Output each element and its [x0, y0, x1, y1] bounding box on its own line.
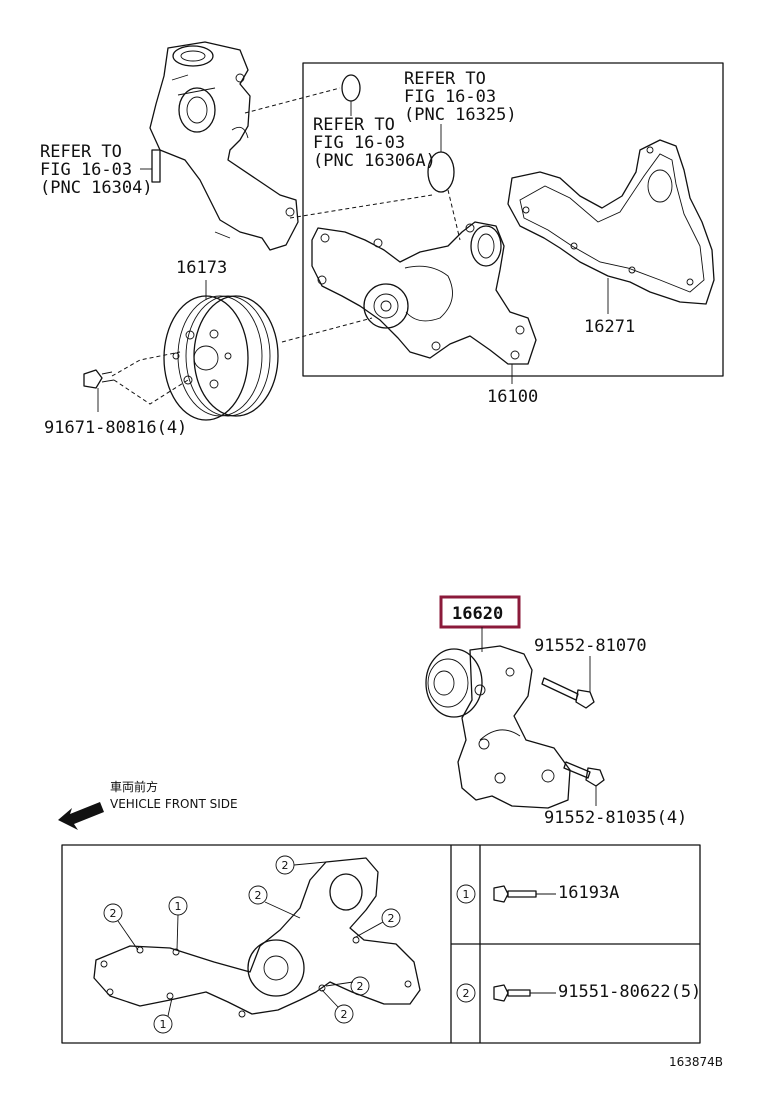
pump-bolt-layout: [93, 857, 421, 1018]
figure-id: 163874B: [669, 1055, 723, 1069]
ref-16325-line2: FIG 16-03: [404, 87, 496, 107]
ref-16306a-line1: REFER TO: [313, 115, 395, 135]
direction-japanese: 車両前方: [110, 779, 158, 794]
callout-2e: 2: [357, 980, 364, 993]
vehicle-front-arrow: [58, 802, 104, 830]
tensioner: [425, 645, 571, 809]
part-16271: 16271: [584, 317, 635, 337]
callout-2a: 2: [110, 907, 117, 920]
legend-2-num: 2: [463, 987, 470, 1000]
ref-16306a-line3: (PNC 16306A): [313, 151, 436, 171]
highlight-box-16620: [439, 595, 521, 629]
ref-16325-line3: (PNC 16325): [404, 105, 517, 125]
callout-1b: 1: [160, 1018, 167, 1031]
gasket: [507, 139, 715, 305]
water-pump-box: [302, 62, 724, 377]
callout-2b: 2: [282, 859, 289, 872]
legend-2-part: 91551-80622(5): [558, 982, 701, 1002]
pulley-bolt: [83, 351, 189, 412]
pulley: [163, 295, 279, 421]
legend-2-bolt-icon: [493, 984, 556, 1002]
ref-16304-line1: REFER TO: [40, 142, 122, 162]
part-91552-81070: 91552-81070: [534, 636, 647, 656]
part-16173: 16173: [176, 258, 227, 278]
part-16100: 16100: [487, 387, 538, 407]
callout-2f: 2: [341, 1008, 348, 1021]
legend-1-part: 16193A: [558, 883, 619, 903]
ref-16325: REFER TO FIG 16-03 (PNC 16325): [404, 69, 517, 152]
ref-16304-line2: FIG 16-03: [40, 160, 132, 180]
ref-16304-line3: (PNC 16304): [40, 178, 153, 198]
legend-2-circle: [456, 983, 476, 1003]
ref-16306a-line2: FIG 16-03: [313, 133, 405, 153]
water-pump: [311, 221, 537, 365]
ref-16306a: REFER TO FIG 16-03 (PNC 16306A): [313, 101, 436, 171]
callout-2d: 2: [388, 912, 395, 925]
o-ring-small: [341, 74, 361, 102]
legend-1-num: 1: [463, 888, 470, 901]
part-16620: 16620: [452, 604, 503, 624]
tensioner-bolt-a: [541, 656, 595, 709]
bolt-location-table: [61, 844, 701, 1044]
part-91671-80816: 91671-80816(4): [44, 418, 187, 438]
part-91552-81035: 91552-81035(4): [544, 808, 687, 828]
layout-callouts: 2 1 2 2 2 2 2 1: [103, 855, 401, 1034]
legend-1-circle: [456, 884, 476, 904]
ref-16325-line1: REFER TO: [404, 69, 486, 89]
callout-1a: 1: [175, 900, 182, 913]
legend-1-bolt-icon: [493, 885, 556, 903]
callout-2c: 2: [255, 889, 262, 902]
direction-english: VEHICLE FRONT SIDE: [110, 797, 238, 811]
water-outlet-housing: [149, 41, 299, 251]
tensioner-bolt-b: [563, 761, 605, 806]
ref-16304: REFER TO FIG 16-03 (PNC 16304): [40, 142, 153, 198]
